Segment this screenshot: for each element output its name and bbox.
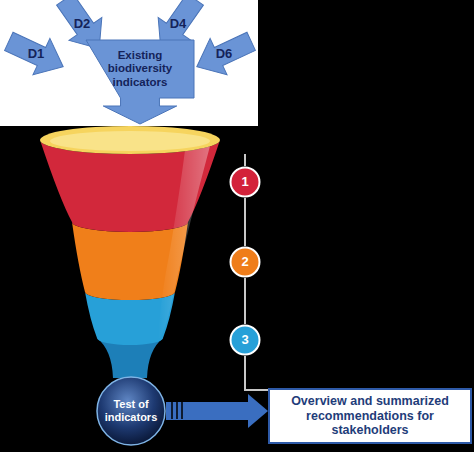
step-number: 2	[241, 255, 248, 270]
funnel-rim	[40, 126, 220, 154]
output-box-label: Overview and summarized recommendations …	[276, 394, 464, 437]
step-number: 3	[241, 333, 248, 348]
step-circle: 1	[229, 166, 261, 198]
merge-arrow: Existing biodiversity indicators	[86, 40, 194, 98]
timeline-line	[244, 154, 246, 166]
input-arrow: D6	[194, 34, 254, 74]
input-arrow: D2	[52, 4, 112, 44]
timeline-line	[244, 198, 246, 246]
timeline-line	[245, 356, 268, 390]
step-number: 1	[241, 175, 248, 190]
step-circle: 2	[229, 246, 261, 278]
test-sphere-label: Test of indicators	[101, 398, 161, 423]
input-arrow: D4	[148, 4, 208, 44]
block-arrow	[166, 402, 248, 420]
step-circle: 3	[229, 324, 261, 356]
funnel-rim	[50, 131, 210, 151]
timeline-line	[244, 278, 246, 324]
merge-arrow-label: Existing biodiversity indicators	[90, 49, 190, 89]
input-arrow-label: D6	[216, 47, 233, 62]
input-arrow: D1	[6, 34, 66, 74]
output-box: Overview and summarized recommendations …	[268, 388, 472, 444]
input-arrow-label: D4	[170, 17, 187, 32]
test-sphere: Test of indicators	[96, 376, 166, 446]
input-arrow-label: D1	[28, 47, 45, 62]
input-arrow-label: D2	[74, 17, 91, 32]
funnel-highlight	[158, 146, 210, 340]
